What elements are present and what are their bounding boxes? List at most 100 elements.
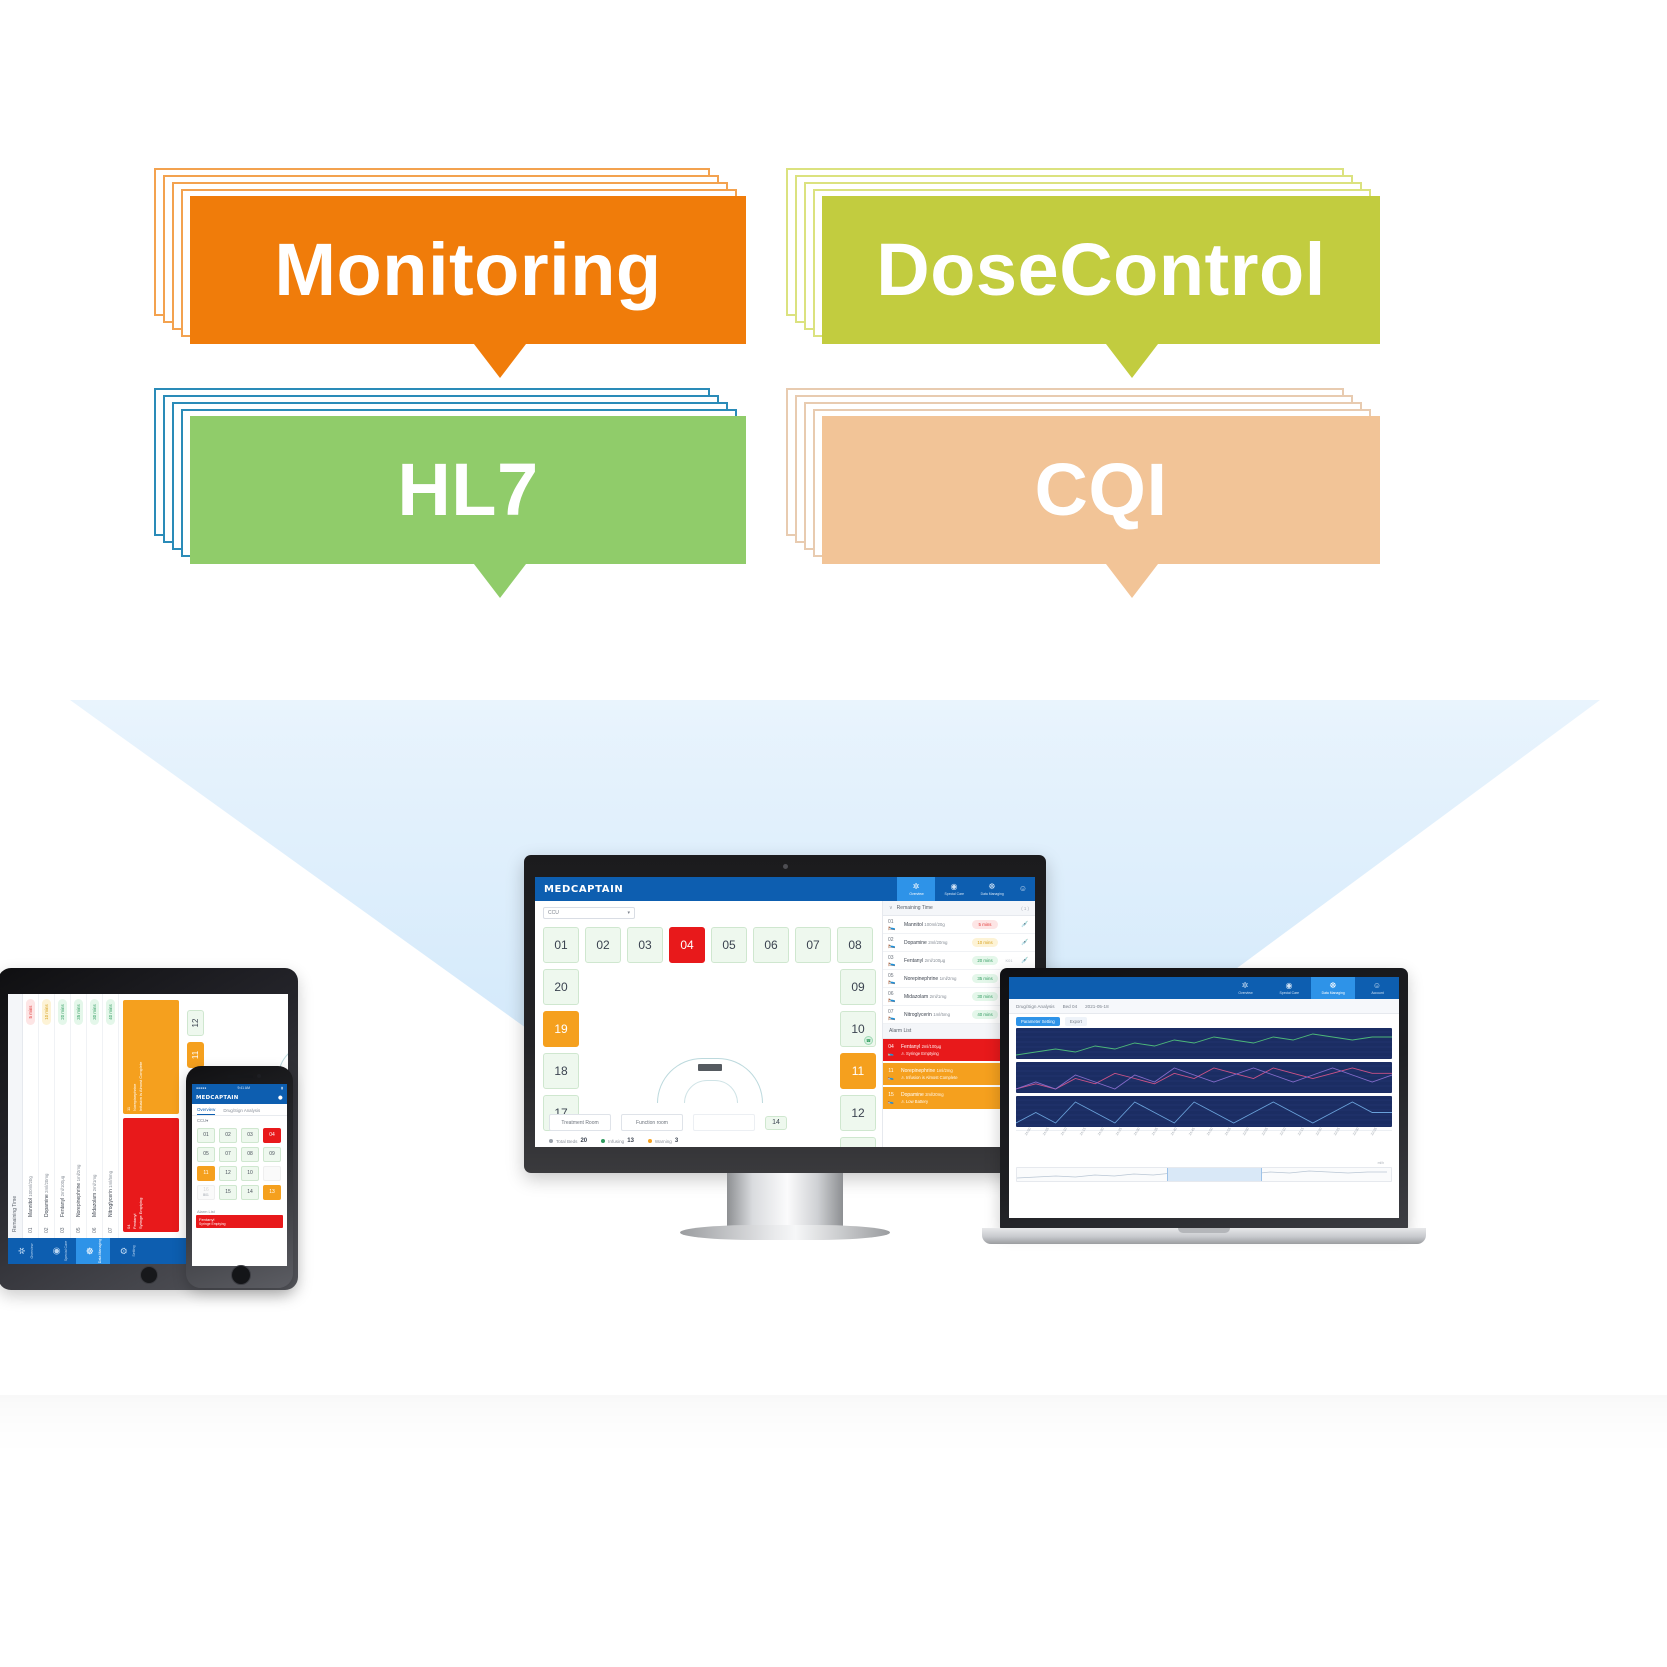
alarm-list-header: Alarm List — [883, 1024, 1035, 1039]
bed-tile[interactable]: 18 — [543, 1053, 579, 1089]
row-bed-number: 07 — [888, 1008, 894, 1015]
bed-tile[interactable]: 12 — [840, 1095, 876, 1131]
status-label: Warning — [654, 1138, 672, 1144]
laptop-nav-overview[interactable]: ✲Overview — [1223, 977, 1267, 999]
bed-tile[interactable]: 08 — [837, 927, 873, 963]
phone-home-button[interactable] — [230, 1265, 251, 1285]
tablet-sidebar-label: Special Care — [63, 1240, 68, 1262]
user-icon[interactable]: ● — [277, 1095, 283, 1101]
tablet-sidebar-item-special-care[interactable]: ◉Special Care — [42, 1238, 76, 1264]
bed-tile[interactable]: 05 — [197, 1147, 215, 1162]
brand-logo: MEDCAPTAIN — [196, 1095, 239, 1101]
bed-tile[interactable]: 05 — [711, 927, 747, 963]
shield-icon: ◉ — [1285, 980, 1293, 990]
syringe-icon[interactable]: 💉 — [1021, 940, 1029, 946]
bed-tile[interactable]: 02 — [585, 927, 621, 963]
bed-tile[interactable]: 13 — [840, 1137, 876, 1147]
export-button[interactable]: Export — [1064, 1016, 1087, 1026]
remaining-time-chip: 10 mins — [42, 999, 51, 1025]
alarm-row[interactable]: 11🛌Norepinephrine 1ml/2mg⚠ Infusion is A… — [883, 1063, 1035, 1085]
bed-tile[interactable]: 13 — [263, 1185, 281, 1200]
bed-tile[interactable]: 19 — [543, 1011, 579, 1047]
monitor-nav-special-care[interactable]: ◉Special Care — [935, 877, 973, 901]
laptop-nav-data-managing[interactable]: ☸Data Managing — [1311, 977, 1355, 999]
row-drug-name: Dopamine — [904, 939, 927, 946]
brush-selection-handle[interactable] — [1166, 1168, 1263, 1181]
monitor-nav-data-managing[interactable]: ☸Data Managing — [973, 877, 1011, 901]
callout-card-cqi[interactable]: CQI — [786, 388, 1416, 610]
syringe-icon[interactable]: 💉 — [1021, 958, 1029, 964]
bed-tile[interactable]: 11 — [187, 1042, 204, 1068]
callout-card-monitoring[interactable]: Monitoring — [154, 168, 782, 390]
alarm-bed-number: 04 — [888, 1043, 894, 1050]
bed-tile[interactable]: 09 — [263, 1147, 281, 1162]
bed-tile[interactable]: 08 — [241, 1147, 259, 1162]
bed-tile[interactable]: 03 — [241, 1128, 259, 1143]
tablet-sidebar-item-data-managing[interactable]: ☸Data Managing — [76, 1238, 110, 1264]
bed-tile[interactable]: 11 — [197, 1166, 215, 1181]
laptop-nav-account[interactable]: ☺Account — [1355, 977, 1399, 999]
bed-tile[interactable]: 12 — [219, 1166, 237, 1181]
phone-tab-drug-sign-analysis[interactable]: Drug/Sign Analysis — [223, 1108, 261, 1113]
bed-tile[interactable]: 09 — [840, 969, 876, 1005]
bed-tile[interactable]: 11 — [840, 1053, 876, 1089]
phone-alarm-message: Syringe Emptying — [199, 1222, 226, 1226]
row-drug-name: Dopamine — [43, 1194, 50, 1217]
callout-card-hl7[interactable]: HL7 — [154, 388, 782, 610]
bed-tile[interactable]: 06 — [753, 927, 789, 963]
room-button[interactable] — [693, 1114, 755, 1131]
bed-tile[interactable]: 15 — [219, 1185, 237, 1200]
laptop-subbar-item: 2021-05-18 — [1085, 1003, 1109, 1009]
bed-tile[interactable]: 03 — [627, 927, 663, 963]
room-button[interactable]: Treatment Room — [549, 1114, 611, 1131]
laptop-nav-special-care[interactable]: ◉Special Care — [1267, 977, 1311, 999]
alarm-message: Syringe Emptying — [138, 1197, 143, 1229]
chart-range-brush[interactable] — [1016, 1167, 1392, 1182]
alarm-bed-number: 15 — [888, 1091, 894, 1098]
tablet-sidebar-item-setting[interactable]: ⚙Setting — [110, 1238, 144, 1264]
parameter-setting-button[interactable]: Parameter Setting — [1016, 1016, 1060, 1026]
callout-card-dosecontrol[interactable]: DoseControl — [786, 168, 1416, 390]
bed-tile[interactable]: 12 — [187, 1010, 204, 1036]
bed-tile[interactable]: 10☎ — [840, 1011, 876, 1047]
desktop-monitor: MEDCAPTAIN ✲Overview◉Special Care☸Data M… — [524, 855, 1046, 1240]
phone-ward-selector[interactable]: CCU ▾ — [192, 1116, 287, 1125]
bed-tile[interactable]: 10 — [241, 1166, 259, 1181]
bed-tile[interactable]: 07 — [219, 1147, 237, 1162]
phone-tab-overview[interactable]: Overview — [197, 1107, 216, 1115]
ward-selector[interactable]: CCU ▾ — [543, 907, 635, 919]
user-menu-icon[interactable]: ☺ — [1011, 877, 1035, 901]
status-dot-icon — [647, 1139, 652, 1143]
monitor-nav-overview[interactable]: ✲Overview — [897, 877, 935, 901]
tablet-home-button[interactable] — [140, 1266, 158, 1284]
laptop-subbar-item: Drug/Sign Analysis — [1016, 1003, 1055, 1009]
bed-tile[interactable] — [263, 1166, 281, 1181]
phone-alarm-row[interactable]: Fentanyl Syringe Emptying — [196, 1215, 283, 1228]
bed-tile[interactable]: 02 — [219, 1128, 237, 1143]
bed-tile[interactable]: 04 — [263, 1128, 281, 1143]
bed-tile[interactable]: 04 — [669, 927, 705, 963]
remaining-time-header[interactable]: ∨ Remaining Time ( 1 ) — [883, 901, 1035, 916]
bed-tile[interactable]: 14 — [765, 1115, 787, 1130]
bed-tile[interactable]: 01 — [543, 927, 579, 963]
bed-tile[interactable]: 07 — [795, 927, 831, 963]
tablet-sidebar-item-overview[interactable]: ✲Overview — [8, 1238, 42, 1264]
pump-icon[interactable]: 💉 — [1021, 922, 1029, 928]
room-button[interactable]: Function room — [621, 1114, 683, 1131]
bed-tile[interactable]: 14 — [241, 1185, 259, 1200]
bed-tile[interactable]: 20 — [543, 969, 579, 1005]
bed-tile[interactable]: 01 — [197, 1128, 215, 1143]
